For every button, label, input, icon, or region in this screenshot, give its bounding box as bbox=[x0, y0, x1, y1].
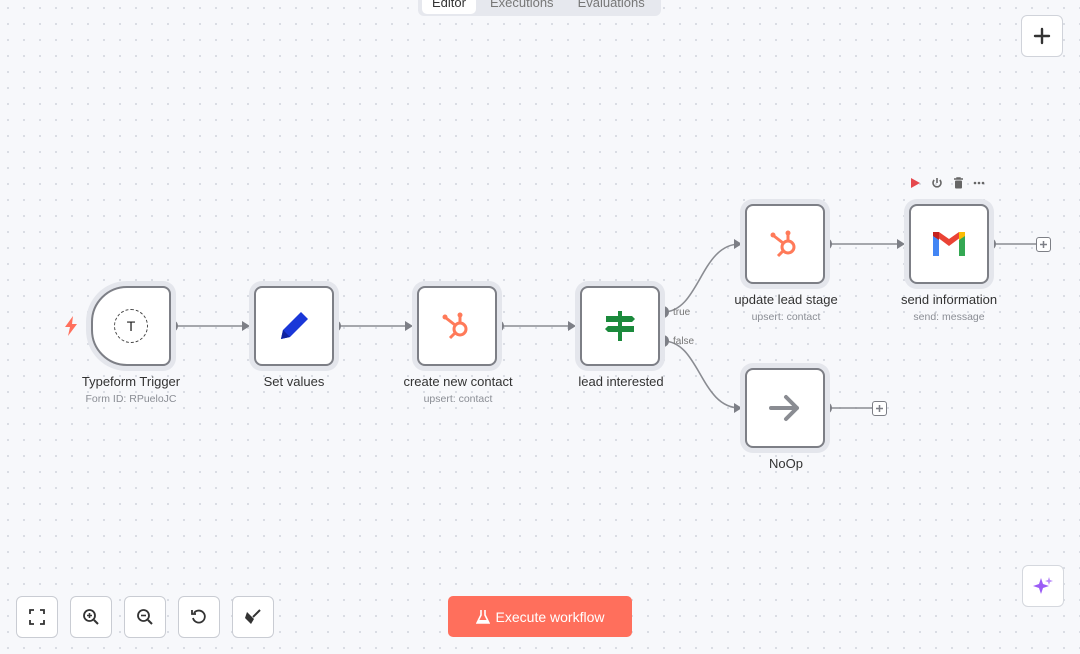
output-handle-false bbox=[657, 335, 669, 347]
node-subtitle: upsert: contact bbox=[423, 393, 493, 405]
node-noop[interactable] bbox=[745, 368, 825, 448]
node-subtitle: Form ID: RPueloJC bbox=[85, 393, 177, 405]
node-update-lead-stage[interactable] bbox=[745, 204, 825, 284]
pencil-icon bbox=[281, 312, 308, 339]
arrow-right-icon bbox=[769, 395, 799, 421]
zoom-in-button[interactable] bbox=[70, 596, 112, 638]
node-send-information[interactable] bbox=[909, 204, 989, 284]
node-title: Set values bbox=[263, 374, 325, 389]
plus-icon bbox=[1040, 241, 1047, 248]
trash-icon[interactable] bbox=[953, 177, 964, 189]
node-title: Typeform Trigger bbox=[81, 374, 181, 389]
gmail-icon bbox=[933, 232, 965, 256]
input-arrow bbox=[568, 321, 576, 331]
add-next-node-button[interactable] bbox=[1036, 237, 1051, 252]
node-subtitle: upsert: contact bbox=[751, 311, 821, 323]
node-subtitle: send: message bbox=[913, 311, 985, 323]
add-next-node-button[interactable] bbox=[872, 401, 887, 416]
typeform-icon: T bbox=[114, 309, 148, 343]
hubspot-icon bbox=[770, 230, 796, 258]
signpost-icon bbox=[605, 311, 635, 341]
node-lead-interested[interactable] bbox=[580, 286, 660, 366]
node-title: create new contact bbox=[403, 374, 513, 389]
node-title: NoOp bbox=[769, 456, 803, 471]
power-icon[interactable] bbox=[931, 177, 943, 189]
tab-evaluations[interactable]: Evaluations bbox=[577, 0, 645, 10]
fit-view-icon bbox=[29, 609, 45, 625]
execute-workflow-label: Execute workflow bbox=[495, 608, 605, 625]
broom-icon bbox=[245, 609, 261, 624]
view-tabs: Editor Executions Evaluations bbox=[418, 0, 661, 16]
connection-true-update bbox=[662, 243, 741, 313]
input-arrow bbox=[734, 239, 742, 249]
input-arrow bbox=[734, 403, 742, 413]
input-arrow bbox=[897, 239, 905, 249]
node-title: update lead stage bbox=[734, 292, 838, 307]
output-handle-true bbox=[657, 306, 669, 318]
flask-icon bbox=[475, 609, 490, 624]
input-arrow bbox=[405, 321, 413, 331]
run-node-icon[interactable] bbox=[910, 177, 921, 189]
tab-executions[interactable]: Executions bbox=[489, 0, 554, 10]
node-title: send information bbox=[900, 292, 998, 307]
hubspot-icon bbox=[442, 312, 468, 340]
tab-editor[interactable]: Editor bbox=[422, 0, 476, 14]
undo-icon bbox=[191, 609, 206, 624]
node-typeform-trigger[interactable]: T bbox=[91, 286, 171, 366]
node-create-new-contact[interactable] bbox=[417, 286, 497, 366]
trigger-bolt-icon bbox=[65, 316, 77, 336]
ai-assistant-button[interactable] bbox=[1022, 565, 1064, 607]
sparkle-icon bbox=[1033, 577, 1053, 594]
connection-false-noop bbox=[662, 340, 741, 409]
zoom-out-icon bbox=[137, 609, 153, 625]
node-set-values[interactable] bbox=[254, 286, 334, 366]
typeform-glyph: T bbox=[126, 318, 136, 334]
tidy-up-button[interactable] bbox=[232, 596, 274, 638]
fit-view-button[interactable] bbox=[16, 596, 58, 638]
more-icon[interactable] bbox=[973, 177, 985, 189]
branch-label-true: true bbox=[673, 307, 691, 318]
add-node-button[interactable] bbox=[1021, 15, 1063, 57]
plus-icon bbox=[876, 405, 883, 412]
plus-icon bbox=[1033, 27, 1051, 45]
node-title: lead interested bbox=[578, 374, 664, 389]
input-arrow bbox=[242, 321, 250, 331]
zoom-in-icon bbox=[83, 609, 99, 625]
branch-label-false: false bbox=[673, 336, 695, 347]
execute-workflow-button[interactable]: Execute workflow bbox=[448, 596, 632, 637]
zoom-out-button[interactable] bbox=[124, 596, 166, 638]
reset-zoom-button[interactable] bbox=[178, 596, 220, 638]
